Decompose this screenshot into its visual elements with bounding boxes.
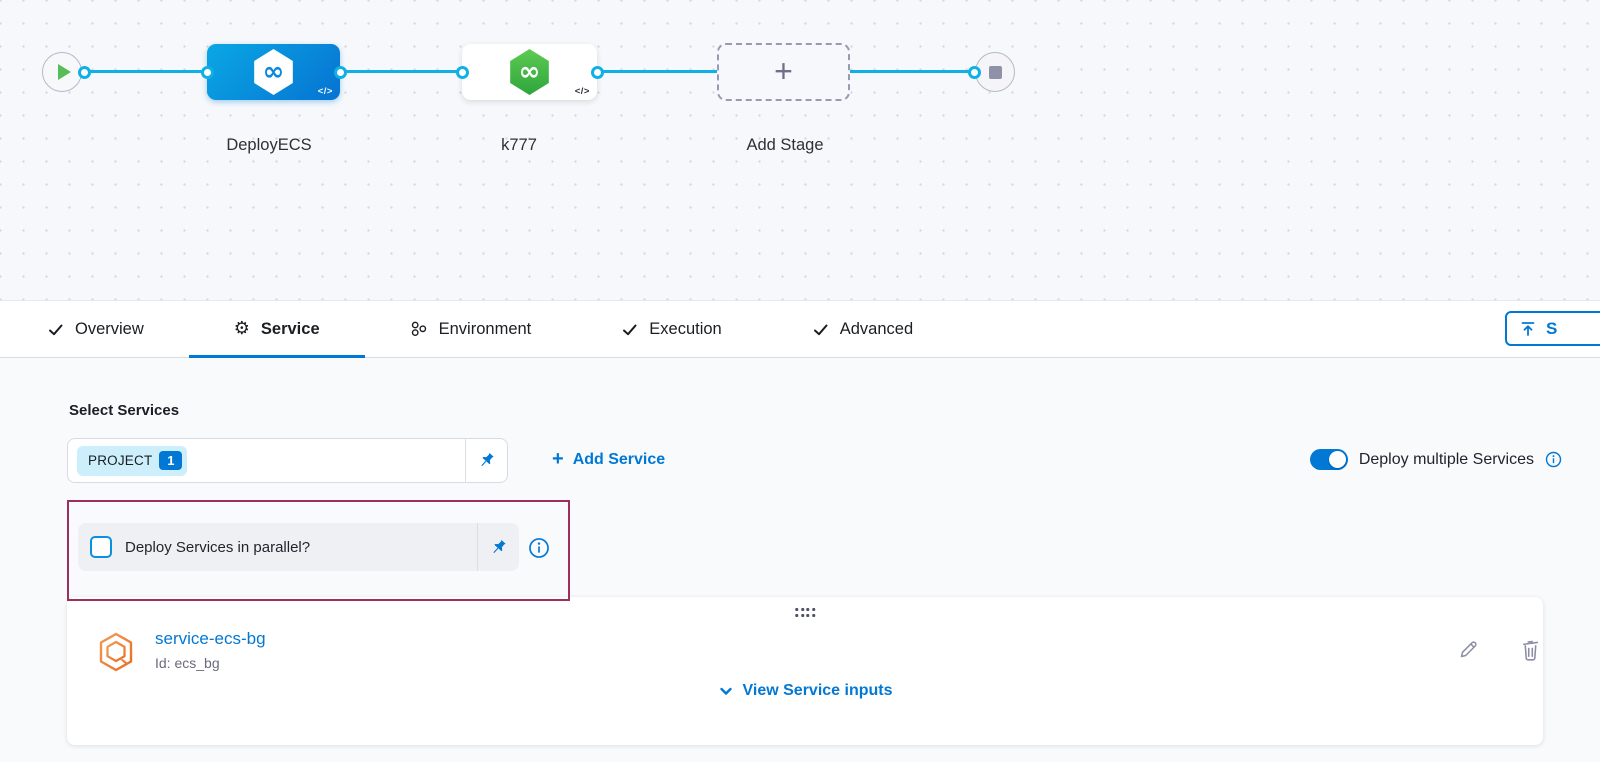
deploy-multiple-label: Deploy multiple Services (1358, 450, 1534, 468)
play-icon (57, 64, 71, 80)
service-hexagon-icon (99, 632, 133, 672)
drag-handle-icon[interactable] (795, 608, 815, 617)
deploy-multiple-services-control: Deploy multiple Services (1309, 449, 1562, 470)
deploy-multiple-toggle[interactable] (1309, 449, 1348, 470)
connector-port[interactable] (967, 65, 981, 79)
pin-button[interactable] (465, 439, 507, 482)
stage-tab-bar: Overview ⚙ Service Environment Execution… (0, 300, 1600, 358)
tab-overview[interactable]: Overview (2, 301, 189, 357)
environment-cluster-icon (411, 321, 426, 337)
code-view-icon[interactable]: </> (317, 86, 333, 97)
gear-icon: ⚙ (233, 318, 250, 339)
harness-logo-icon: ∞ (510, 49, 549, 95)
tab-service[interactable]: ⚙ Service (188, 301, 365, 358)
selected-services-area[interactable]: PROJECT 1 (68, 439, 465, 482)
add-stage-label: Add Stage (746, 136, 824, 154)
connector-port[interactable] (590, 65, 604, 79)
connector-port[interactable] (77, 65, 91, 79)
pipeline-end-node[interactable] (975, 52, 1015, 92)
add-stage-button[interactable]: + (717, 43, 850, 101)
connector-port[interactable] (333, 65, 347, 79)
info-icon[interactable] (528, 537, 550, 564)
add-service-button[interactable]: + Add Service (552, 448, 666, 470)
upload-icon (1521, 321, 1535, 336)
stage-node-k777[interactable]: ∞ </> (462, 44, 597, 100)
pencil-icon (1460, 641, 1477, 658)
check-icon (49, 324, 63, 335)
chevron-down-icon (719, 687, 732, 695)
plus-icon: + (552, 448, 564, 470)
code-view-icon[interactable]: </> (574, 86, 590, 97)
stop-icon (988, 65, 1002, 79)
stage-node-deployecs[interactable]: ∞ </> (207, 44, 340, 100)
deploy-parallel-label: Deploy Services in parallel? (125, 538, 311, 556)
check-icon (813, 324, 828, 335)
trash-icon (1522, 640, 1539, 661)
stage-label-k777: k777 (501, 136, 537, 154)
pin-icon (493, 539, 506, 553)
service-name-link[interactable]: service-ecs-bg (155, 629, 266, 648)
tab-environment[interactable]: Environment (365, 301, 577, 357)
pin-icon (481, 453, 494, 466)
service-id-text: Id: ecs_bg (155, 655, 220, 671)
service-card: service-ecs-bg Id: ecs_bg View Service i… (67, 597, 1543, 745)
stage-label-deployecs: DeployECS (226, 136, 312, 154)
tab-advanced[interactable]: Advanced (767, 301, 958, 357)
save-button[interactable]: S (1505, 311, 1600, 346)
edit-service-button[interactable] (1456, 637, 1480, 664)
delete-service-button[interactable] (1519, 637, 1542, 665)
tab-execution[interactable]: Execution (576, 301, 766, 357)
view-service-inputs-link[interactable]: View Service inputs (67, 682, 1543, 700)
deploy-parallel-field: Deploy Services in parallel? (78, 523, 519, 571)
harness-logo-icon: ∞ (254, 49, 293, 95)
toggle-knob (1328, 451, 1346, 468)
plus-icon: + (774, 52, 793, 89)
select-services-label: Select Services (69, 402, 180, 419)
select-services-input[interactable]: PROJECT 1 (67, 438, 508, 483)
pipeline-start-node[interactable] (42, 52, 82, 92)
connector-port[interactable] (455, 65, 469, 79)
pipeline-canvas: ∞ </> ∞ </> + DeployECS k777 Add Stage (0, 0, 1600, 300)
project-scope-chip[interactable]: PROJECT 1 (77, 445, 188, 476)
connector-port[interactable] (200, 65, 214, 79)
pin-button[interactable] (477, 523, 519, 571)
chip-count-badge: 1 (159, 451, 183, 470)
deploy-parallel-checkbox[interactable] (90, 536, 112, 558)
check-icon (623, 324, 637, 335)
info-icon[interactable] (1545, 451, 1562, 468)
